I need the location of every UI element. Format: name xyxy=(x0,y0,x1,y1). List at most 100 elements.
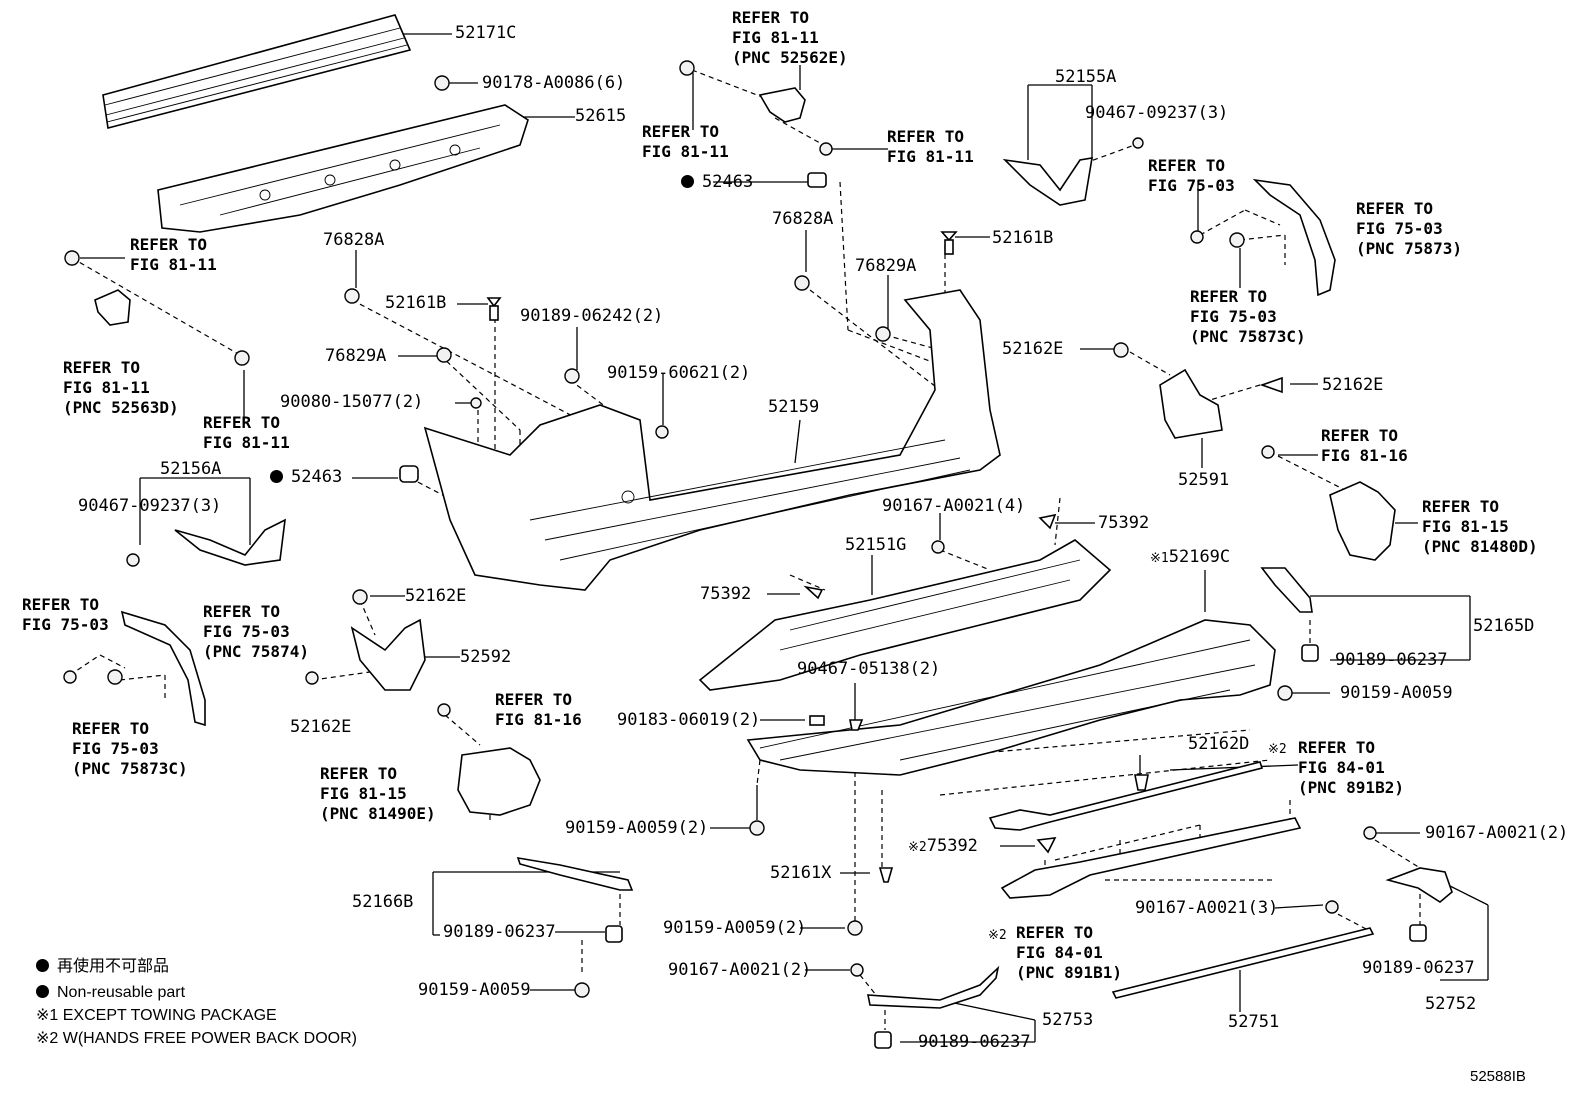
part-label[interactable]: 52162E xyxy=(1002,339,1064,359)
part-label[interactable]: 90167-A0021(2) xyxy=(1425,823,1569,843)
figure-reference[interactable]: REFER TO FIG 81-11 xyxy=(203,413,290,452)
part-label[interactable]: 52162D xyxy=(1188,734,1250,754)
part-label[interactable]: 76828A xyxy=(323,230,385,250)
part-label[interactable]: 90189-06237 xyxy=(443,922,556,942)
figure-reference[interactable]: REFER TO FIG 81-11 (PNC 52563D) xyxy=(63,358,179,417)
part-label[interactable]: 90167-A0021(2) xyxy=(668,960,812,980)
part-label[interactable]: 90189-06237 xyxy=(1335,650,1448,670)
part-bracket-52752 xyxy=(1385,867,1453,903)
fasteners xyxy=(63,60,1427,1049)
part-bumper-cover-52159 xyxy=(423,289,1001,591)
part-label[interactable]: 52615 xyxy=(575,106,627,126)
part-label[interactable]: 52162E xyxy=(290,717,352,737)
figure-reference[interactable]: REFER TO FIG 81-11 xyxy=(642,122,729,161)
part-bracket-52591 xyxy=(1159,368,1223,439)
part-bracket-52166B xyxy=(516,856,634,891)
figure-reference[interactable]: REFER TO FIG 81-16 xyxy=(495,690,582,729)
figure-reference[interactable]: REFER TO FIG 75-03 (PNC 75873C) xyxy=(1190,287,1306,346)
part-label[interactable]: 90189-06237 xyxy=(1362,958,1475,978)
part-label[interactable]: 52752 xyxy=(1425,994,1477,1014)
part-label[interactable]: 52162E xyxy=(1322,375,1384,395)
legend-non-reusable-en: Non-reusable part xyxy=(36,981,185,1005)
part-label[interactable]: 90467-09237(3) xyxy=(78,496,222,516)
part-label[interactable]: 90183-06019(2) xyxy=(617,710,761,730)
part-label[interactable]: 52751 xyxy=(1228,1012,1280,1032)
figure-reference[interactable]: REFER TO FIG 75-03 (PNC 75874) xyxy=(203,602,309,661)
part-label[interactable]: 90159-A0059(2) xyxy=(565,818,709,838)
part-label[interactable]: 76828A xyxy=(772,209,834,229)
part-label[interactable]: 90159-60621(2) xyxy=(607,363,751,383)
part-label[interactable]: 52161B xyxy=(385,293,447,313)
part-label[interactable]: 75392 xyxy=(700,584,752,604)
note-marker: ※2 xyxy=(1268,742,1287,757)
part-label[interactable]: 52155A xyxy=(1055,67,1117,87)
part-label[interactable]: 90467-09237(3) xyxy=(1085,103,1229,123)
figure-id: 52588IB xyxy=(1470,1068,1526,1085)
figure-reference[interactable]: REFER TO FIG 75-03 xyxy=(22,595,109,634)
figure-reference[interactable]: REFER TO FIG 81-15 (PNC 81490E) xyxy=(320,764,436,823)
part-sensor-right xyxy=(1329,481,1396,561)
part-number: 75392 xyxy=(926,836,978,856)
legend-note-2: ※2 W(HANDS FREE POWER BACK DOOR) xyxy=(36,1030,357,1047)
figure-reference[interactable]: REFER TO FIG 84-01 (PNC 891B1) xyxy=(1016,923,1122,982)
figure-reference[interactable]: REFER TO FIG 81-11 xyxy=(130,235,217,274)
part-label[interactable]: 90167-A0021(3) xyxy=(1135,898,1279,918)
part-label[interactable]: 52592 xyxy=(460,647,512,667)
part-lower-cover-52151G xyxy=(698,539,1112,691)
part-absorber-52615 xyxy=(157,104,529,233)
part-bracket-52753 xyxy=(867,965,1000,1009)
part-number: 52463 xyxy=(291,467,343,487)
part-lower-moulding-52169C xyxy=(746,619,1276,776)
part-retainer-52156A xyxy=(174,518,286,566)
figure-reference[interactable]: REFER TO FIG 84-01 (PNC 891B2) xyxy=(1298,738,1404,797)
part-label[interactable]: 90159-A0059(2) xyxy=(663,918,807,938)
part-label[interactable]: 75392 xyxy=(1098,513,1150,533)
part-label[interactable]: 52156A xyxy=(160,459,222,479)
part-label[interactable]: 76829A xyxy=(855,256,917,276)
part-label[interactable]: 52463 xyxy=(270,468,342,487)
part-label[interactable]: 90159-A0059 xyxy=(1340,683,1453,703)
figure-reference[interactable]: REFER TO FIG 81-16 xyxy=(1321,426,1408,465)
part-label[interactable]: 52161X xyxy=(770,863,832,883)
non-reusable-dot-icon xyxy=(681,175,694,188)
part-liner-right xyxy=(1252,178,1336,297)
legend-note-1: ※1 EXCEPT TOWING PACKAGE xyxy=(36,1007,277,1024)
part-sensor-bracket-52563D xyxy=(94,289,131,326)
part-label[interactable]: 52463 xyxy=(681,173,753,192)
part-label[interactable]: 52166B xyxy=(352,892,414,912)
figure-reference[interactable]: REFER TO FIG 81-15 (PNC 81480D) xyxy=(1422,497,1538,556)
figure-reference[interactable]: REFER TO FIG 75-03 (PNC 75873) xyxy=(1356,199,1462,258)
part-label[interactable]: 90178-A0086(6) xyxy=(482,73,626,93)
part-label[interactable]: 90189-06237 xyxy=(918,1032,1031,1052)
part-label[interactable]: 76829A xyxy=(325,346,387,366)
part-label[interactable]: 52591 xyxy=(1178,470,1230,490)
part-label[interactable]: 90467-05138(2) xyxy=(797,659,941,679)
note-marker: ※2 xyxy=(988,928,1007,943)
part-strip-52751 xyxy=(1111,927,1375,999)
part-label[interactable]: 52171C xyxy=(455,23,517,43)
legend-text: 再使用不可部品 xyxy=(57,958,170,975)
part-side-retainer-52155A xyxy=(1002,157,1093,206)
part-label[interactable]: ※152169C xyxy=(1150,548,1230,568)
figure-reference[interactable]: REFER TO FIG 75-03 xyxy=(1148,156,1235,195)
part-label[interactable]: 90159-A0059 xyxy=(418,980,531,1000)
part-sensor-left xyxy=(457,747,541,816)
part-label[interactable]: 52753 xyxy=(1042,1010,1094,1030)
part-liner-left xyxy=(120,610,206,727)
part-label[interactable]: 52159 xyxy=(768,397,820,417)
part-label[interactable]: 52151G xyxy=(845,535,907,555)
part-label[interactable]: ※275392 xyxy=(908,837,978,857)
part-label[interactable]: 90080-15077(2) xyxy=(280,392,424,412)
legend-text: Non-reusable part xyxy=(57,984,186,1001)
part-label[interactable]: 52165D xyxy=(1473,616,1535,636)
figure-reference[interactable]: REFER TO FIG 75-03 (PNC 75873C) xyxy=(72,719,188,778)
figure-reference[interactable]: REFER TO FIG 81-11 xyxy=(887,127,974,166)
note-marker: ※2 xyxy=(908,840,927,855)
part-number: 52463 xyxy=(702,172,754,192)
part-label[interactable]: 90189-06242(2) xyxy=(520,306,664,326)
part-label[interactable]: 52161B xyxy=(992,228,1054,248)
part-label[interactable]: 90167-A0021(4) xyxy=(882,496,1026,516)
part-label[interactable]: 52162E xyxy=(405,586,467,606)
figure-reference[interactable]: REFER TO FIG 81-11 (PNC 52562E) xyxy=(732,8,848,67)
